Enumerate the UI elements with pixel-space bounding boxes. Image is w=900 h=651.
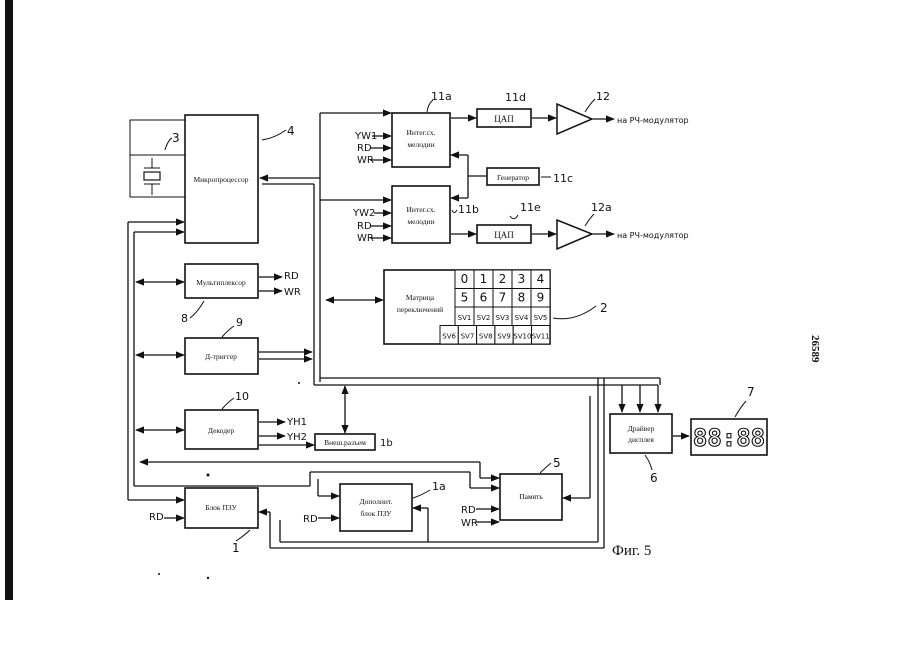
- ref-10: 10: [235, 390, 249, 403]
- ref-9: 9: [236, 316, 243, 329]
- ref-4: 4: [287, 124, 295, 138]
- matrix-key-label: 6: [480, 291, 488, 305]
- ref-6: 6: [650, 471, 658, 485]
- sig-rd-b: RD: [357, 221, 372, 232]
- switch-matrix-line2: переключений: [397, 305, 443, 314]
- speck: [158, 573, 160, 575]
- matrix-key-label: SV11: [532, 333, 550, 341]
- microprocessor-label: Микропроцессор: [193, 175, 248, 184]
- matrix-key-label: 7: [499, 291, 507, 305]
- ref-11e: 11e: [520, 201, 541, 214]
- ref-11a: 11a: [431, 90, 452, 103]
- sig-yh1: YH1: [286, 417, 307, 428]
- matrix-key-label: 2: [499, 272, 507, 286]
- matrix-key-label: SV10: [513, 333, 531, 341]
- matrix-key-label: SV7: [461, 333, 475, 341]
- ref-11b: 11b: [458, 203, 479, 216]
- melody-ic-a-line2: мелодии: [407, 140, 434, 149]
- ref-1a: 1a: [432, 480, 446, 493]
- matrix-key-label: SV6: [442, 333, 456, 341]
- sig-wr-mem: WR: [461, 518, 478, 529]
- output-rf-modulator-b: на РЧ-модулятор: [617, 231, 689, 240]
- melody-ic-b-line1: Интег.сх.: [407, 205, 436, 214]
- sig-rd-a: RD: [357, 143, 372, 154]
- decoder-label: Декодер: [208, 426, 234, 435]
- rom-label: Блок ПЗУ: [205, 503, 237, 512]
- crystal-oscillator-icon: [144, 172, 160, 180]
- sig-rd-extra: RD: [303, 514, 318, 525]
- dac-a-label: ЦАП: [494, 114, 514, 124]
- ref-12: 12: [596, 90, 610, 103]
- matrix-key-label: SV9: [497, 333, 511, 341]
- sig-rd-rom: RD: [149, 512, 164, 523]
- display-digits: 88:88: [693, 424, 765, 452]
- d-trigger-label: Д-триггер: [205, 352, 237, 361]
- figure-caption: Фиг. 5: [612, 543, 651, 559]
- melody-ic-b-line2: мелодии: [407, 217, 434, 226]
- ref-8: 8: [181, 312, 188, 325]
- amplifier-b-icon: [557, 220, 592, 249]
- matrix-key-label: 0: [461, 272, 469, 286]
- generator-label: Генератор: [497, 173, 529, 182]
- matrix-key-label: SV5: [534, 314, 548, 322]
- matrix-key-label: 3: [518, 272, 526, 286]
- ref-2: 2: [600, 301, 608, 315]
- multiplexer-label: Мультиплексор: [196, 278, 246, 287]
- ref-11c: 11c: [553, 172, 573, 185]
- ref-7: 7: [747, 385, 755, 399]
- matrix-key-label: SV4: [515, 314, 529, 322]
- ref-12a: 12a: [591, 201, 612, 214]
- matrix-key-label: SV8: [479, 333, 493, 341]
- extra-rom-block: [340, 484, 412, 531]
- matrix-key-label: SV3: [496, 314, 510, 322]
- sig-rd-mem: RD: [461, 505, 476, 516]
- switch-matrix-line1: Матрица: [406, 293, 435, 302]
- ref-1: 1: [232, 541, 240, 555]
- matrix-key-label: SV1: [458, 314, 472, 322]
- extra-rom-line1: Дополнит.: [360, 497, 393, 506]
- speck: [207, 577, 209, 579]
- page-edge-bar: [5, 0, 13, 600]
- extra-rom-line2: блок ПЗУ: [361, 509, 393, 518]
- switch-matrix-keys: 0123456789SV1SV2SV3SV4SV5SV6SV7SV8SV9SV1…: [440, 270, 550, 344]
- ext-connector-label: Внеш.разъем: [324, 438, 366, 447]
- output-rf-modulator-a: на РЧ-модулятор: [617, 116, 689, 125]
- matrix-key-label: 8: [518, 291, 526, 305]
- ref-11d: 11d: [505, 91, 526, 104]
- melody-ic-b-block: [392, 186, 450, 243]
- melody-ic-a-line1: Интег.сх.: [407, 128, 436, 137]
- ref-1b: 1b: [380, 438, 393, 449]
- dac-b-label: ЦАП: [494, 230, 514, 240]
- sig-yh2: YH2: [286, 432, 307, 443]
- memory-label: Память: [519, 492, 543, 501]
- side-document-number: 26589: [809, 335, 821, 363]
- speck: [207, 474, 210, 477]
- ref-5: 5: [553, 456, 561, 470]
- sig-wr-mux: WR: [284, 287, 301, 298]
- sig-rd-mux: RD: [284, 271, 299, 282]
- sig-yw2-b: YW2: [352, 208, 375, 219]
- ref-3: 3: [172, 131, 180, 145]
- display-driver-line2: дисплея: [628, 435, 654, 444]
- matrix-key-label: 9: [537, 291, 545, 305]
- matrix-key-label: 5: [461, 291, 469, 305]
- matrix-key-label: 4: [537, 272, 545, 286]
- matrix-key-label: 1: [480, 272, 488, 286]
- display-driver-block: [610, 414, 672, 453]
- display-driver-line1: Драйвер: [628, 424, 655, 433]
- speck: [298, 382, 300, 384]
- matrix-key-label: SV2: [477, 314, 491, 322]
